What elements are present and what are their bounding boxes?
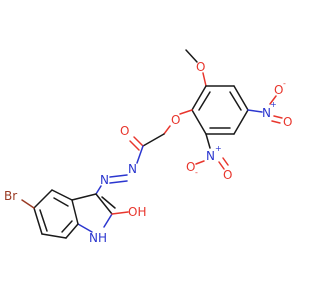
bond-benzo-e-dbl [61,220,73,233]
atom-methoxy-oxygen: O [196,60,205,74]
bond-c-br [21,199,35,209]
bond-nitro-top-o-down-dbl [271,120,281,124]
charge-nitro-bottom-minus: - [195,168,198,177]
bond-azo [109,174,128,178]
atom-bromine: Br [4,189,17,203]
atom-nitro-bottom-nitrogen: N [206,149,215,163]
bond-ring-nitro-top [247,109,263,113]
bond-carbonyl-n [136,145,144,164]
bond-c2-n1 [103,213,113,228]
bond-ring-nitro-bottom [205,133,211,149]
bond-ch2-carbonyl [142,133,165,147]
bond-ring-ether-o [179,109,193,115]
bond-azo-c3 [95,185,102,195]
bond-nitro-top-o-up [269,95,277,105]
bond-benzo-b [33,189,53,209]
atom-enol-oxygen: OH [128,205,146,219]
bond-benzo-e [65,223,79,239]
bond-nitro-bottom-o-right-dbl [222,157,229,166]
bond-methyl [185,49,198,63]
bond-nitro-bottom-o-left [195,160,205,165]
atom-ether-oxygen: O [171,113,180,127]
atom-nitro-bottom-oxygen-b: O [223,168,232,182]
bond-c3-c2-dbl [101,196,116,209]
atom-carbonyl-oxygen: O [120,124,129,138]
atom-azo-nitrogen-right: N [128,162,137,176]
chemical-structure-diagram: Br O O O N N OH NH N + O - O N + O - O [4,49,292,245]
charge-nitro-bottom-plus: + [215,144,222,153]
bond-ring2-c [233,109,249,135]
bond-carbonyl-o [133,136,144,147]
bond-n1-c7a [77,223,93,233]
bond-c3a-c3 [71,193,97,201]
bond-c7a-c3a [71,199,79,225]
bond-c3-c2 [95,193,113,215]
atom-nitro-bottom-oxygen-a: O [186,160,195,174]
bond-benzo-c-dbl [39,209,48,232]
bond-nitro-bottom-o-right [218,161,225,170]
bond-benzo-a [51,189,73,201]
atom-nitro-top-oxygen-a: O [274,83,283,97]
charge-nitro-top-minus: - [283,79,286,88]
charge-nitro-top-plus: + [270,100,277,109]
bond-ring2-e [191,109,207,135]
bond-ring2-b-dbl [229,91,242,111]
bond-azo-dbl [109,180,128,184]
bond-benzo-c [33,207,43,235]
atom-nitro-top-oxygen-b: O [283,115,292,129]
bond-ring2-b [233,85,249,111]
bond-benzo-d [41,233,67,239]
atom-azo-nitrogen-left: N [100,173,109,187]
bond-ring2-f [191,85,207,111]
bond-ring2-f-dbl [198,91,211,111]
bond-c2-oh [111,211,129,215]
atom-nitro-top-nitrogen: N [262,106,271,120]
atom-indole-nh: NH [89,231,107,245]
bond-network [21,49,283,239]
bond-ether-o-ch2 [163,125,171,135]
bond-benzo-a-dbl [53,197,69,207]
bond-nitro-top-o-down [273,115,283,119]
bond-carbonyl-o-dbl [129,140,140,151]
bond-methoxy-o [202,72,207,87]
atom-labels: Br O O O N N OH NH N + O - O N + O - O [4,60,292,245]
